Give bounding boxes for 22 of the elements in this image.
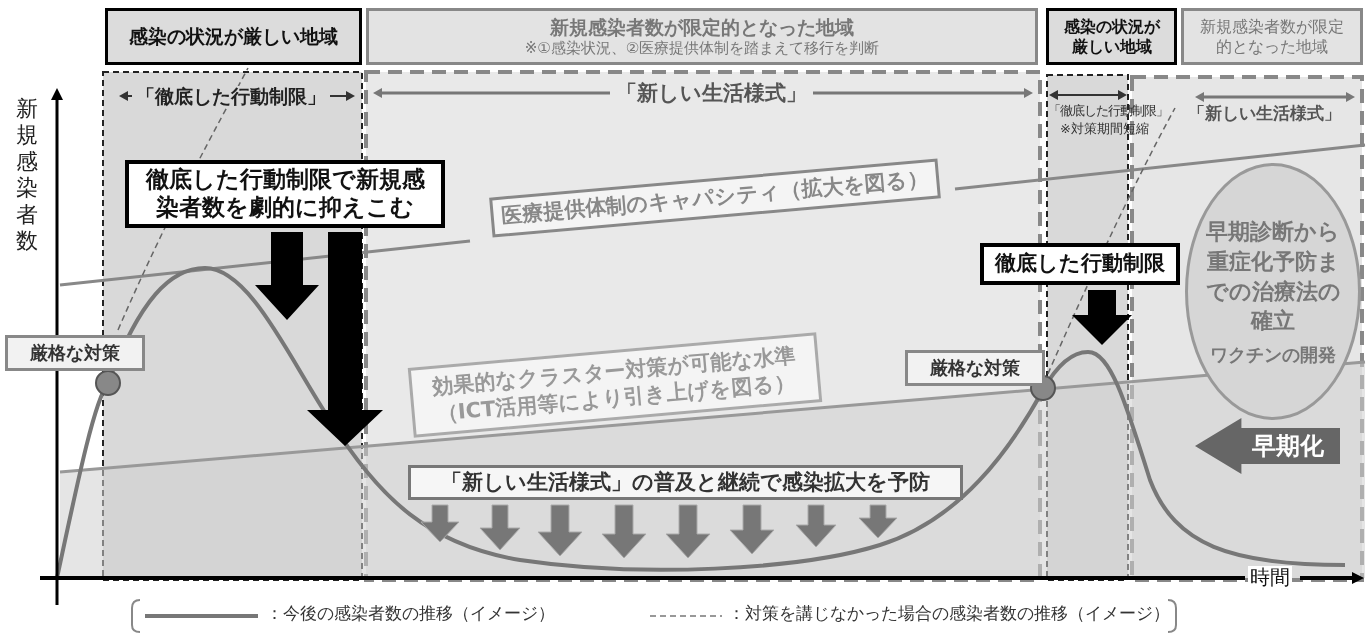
span-label: 「新しい生活様式」 <box>610 82 813 106</box>
callout-box: 徹底した行動制限で新規感染者数を劇的に抑えこむ <box>125 160 445 228</box>
axis-label: 時間 <box>1248 566 1292 588</box>
goal-text: ワクチンの開発 <box>1210 344 1336 366</box>
header-box: 感染の状況が厳しい地域 <box>105 8 362 65</box>
goal-text: 早期診断から重症化予防までの治療法の確立 <box>1204 218 1342 336</box>
header-text: 新規感染者数が限定的となった地域 <box>550 16 854 39</box>
callout-box: 徹底した行動制限 <box>980 243 1180 285</box>
span-label: 「徹底した行動制限」 <box>132 86 330 107</box>
note-text: ※①感染状況、②医療提供体制を踏まえて移行を判断 <box>524 38 880 57</box>
note-label: ※対策期間短縮 <box>1060 122 1149 137</box>
axis-label: 新規感染者数 <box>16 96 39 255</box>
span-label: 「徹底した行動制限」 <box>1048 104 1168 119</box>
label-box: 厳格な対策 <box>905 350 1045 386</box>
header-box: 感染の状況が厳しい地域 <box>1046 8 1177 65</box>
span-label: 「新しい生活様式」 <box>1188 104 1341 123</box>
label-box: 「新しい生活様式」の普及と継続で感染拡大を予防 <box>408 465 963 500</box>
legend-text: ：今後の感染者数の推移（イメージ） <box>266 604 555 623</box>
header-box <box>366 8 1038 65</box>
legend-text: ：対策を講じなかった場合の感染者数の推移（イメージ） <box>728 604 1170 623</box>
label-box: 厳格な対策 <box>5 335 145 371</box>
header-box: 新規感染者数が限定的となった地域 <box>1181 8 1363 65</box>
